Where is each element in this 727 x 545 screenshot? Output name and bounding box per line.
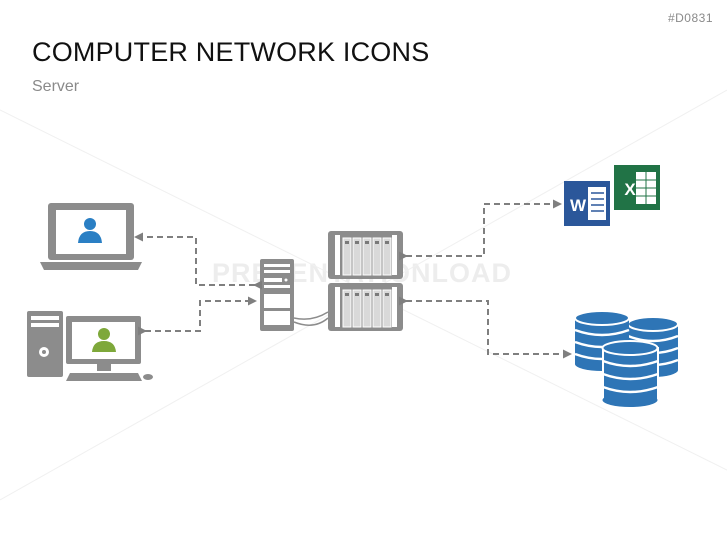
word-excel-icons: X W [564,165,660,226]
edge-tower-laptop [134,232,262,290]
database-icon [574,310,679,407]
laptop-icon [40,203,142,270]
edge-rack-office [399,199,562,261]
edge-desktop-tower [138,296,257,336]
server-tower-icon [260,259,294,331]
word-icon: W [564,181,610,226]
desktop-computer-icon [27,311,153,381]
server-cables [293,311,329,326]
page-subtitle: Server [32,78,80,95]
page-title: COMPUTER NETWORK ICONS [32,37,430,67]
excel-letter: X [624,180,636,199]
word-letter: W [570,196,587,215]
user-icon-green [92,328,116,352]
excel-icon: X [614,165,660,210]
database-cylinder-front [601,340,659,407]
edge-rack-databases [399,296,572,359]
slide-id: #D0831 [667,11,713,25]
user-icon-blue [78,218,102,243]
server-rack-icon [328,231,403,331]
